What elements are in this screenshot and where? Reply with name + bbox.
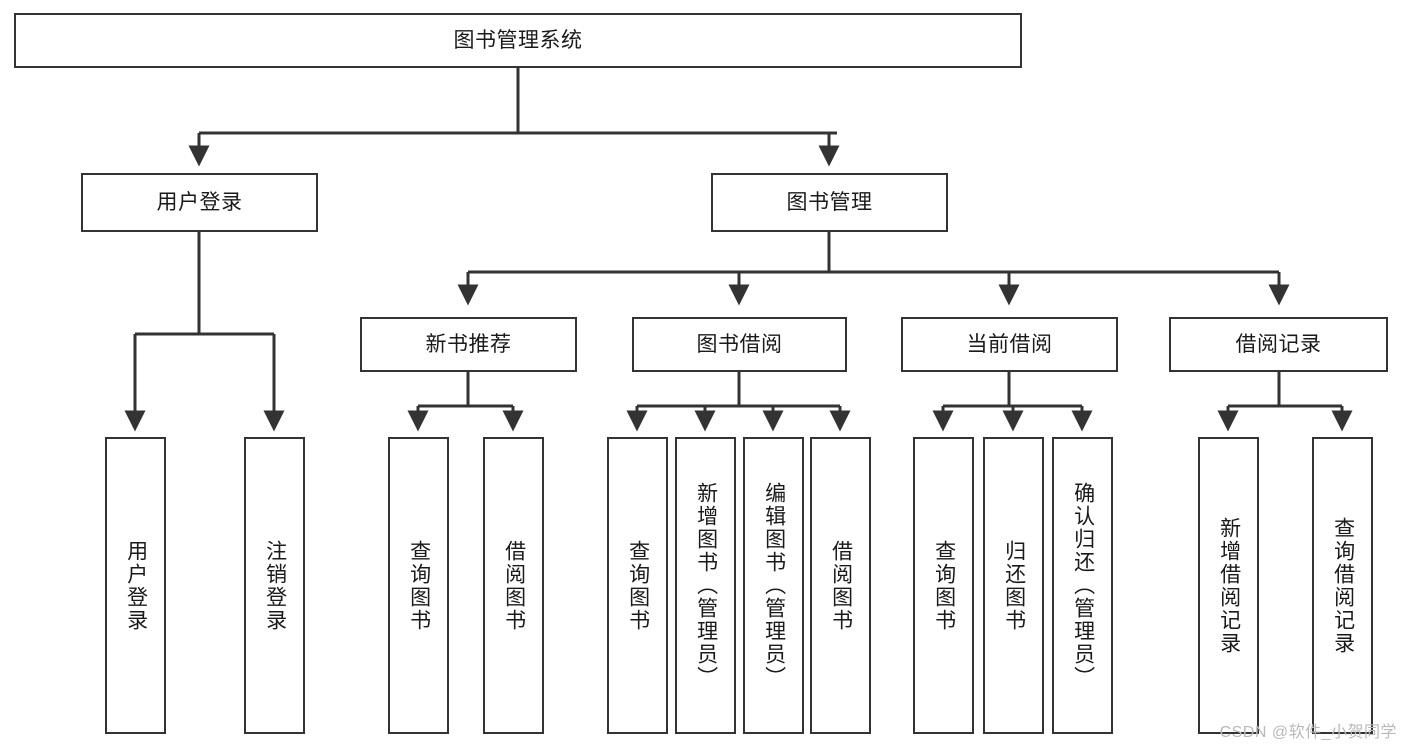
- leaf-query-book-1-label: 查询图书: [407, 539, 431, 632]
- node-book-borrow[interactable]: 图书借阅: [632, 317, 847, 372]
- node-book-borrow-label: 图书借阅: [696, 332, 783, 356]
- node-root[interactable]: 图书管理系统: [14, 13, 1022, 68]
- node-current-borrow-label: 当前借阅: [966, 332, 1053, 356]
- leaf-borrow-book-1[interactable]: 借阅图书: [483, 437, 544, 734]
- leaf-borrow-book-2[interactable]: 借阅图书: [810, 437, 871, 734]
- leaf-query-book-3[interactable]: 查询图书: [913, 437, 974, 734]
- leaf-add-record-label: 新增借阅记录: [1217, 516, 1241, 655]
- leaf-edit-book[interactable]: 编辑图书（管理员）: [743, 437, 804, 734]
- leaf-return-book-label: 归还图书: [1002, 539, 1026, 632]
- leaf-query-book-1[interactable]: 查询图书: [388, 437, 449, 734]
- leaf-query-record-label: 查询借阅记录: [1331, 516, 1355, 655]
- leaf-logout-label: 注销登录: [263, 539, 287, 632]
- leaf-borrow-book-1-label: 借阅图书: [502, 539, 526, 632]
- node-current-borrow[interactable]: 当前借阅: [901, 317, 1118, 372]
- node-user-login[interactable]: 用户登录: [81, 173, 318, 232]
- leaf-query-book-3-label: 查询图书: [932, 539, 956, 632]
- watermark: CSDN @软件_小贺同学: [1219, 724, 1397, 741]
- leaf-add-book[interactable]: 新增图书（管理员）: [675, 437, 736, 734]
- leaf-confirm-return-label: 确认归还（管理员）: [1071, 482, 1095, 689]
- leaf-edit-book-label: 编辑图书（管理员）: [762, 482, 786, 689]
- leaf-add-book-label: 新增图书（管理员）: [694, 482, 718, 689]
- node-book-manage-label: 图书管理: [786, 190, 873, 214]
- leaf-return-book[interactable]: 归还图书: [983, 437, 1044, 734]
- node-user-login-label: 用户登录: [156, 190, 243, 214]
- leaf-add-record[interactable]: 新增借阅记录: [1198, 437, 1259, 734]
- leaf-confirm-return[interactable]: 确认归还（管理员）: [1052, 437, 1113, 734]
- node-new-book-recommend-label: 新书推荐: [425, 332, 512, 356]
- node-root-label: 图书管理系统: [453, 28, 583, 52]
- leaf-borrow-book-2-label: 借阅图书: [829, 539, 853, 632]
- leaf-query-book-2-label: 查询图书: [626, 539, 650, 632]
- leaf-user-login[interactable]: 用户登录: [105, 437, 166, 734]
- node-book-manage[interactable]: 图书管理: [711, 173, 948, 232]
- leaf-query-book-2[interactable]: 查询图书: [607, 437, 668, 734]
- node-borrow-record[interactable]: 借阅记录: [1169, 317, 1388, 372]
- node-new-book-recommend[interactable]: 新书推荐: [360, 317, 577, 372]
- leaf-user-login-label: 用户登录: [124, 539, 148, 632]
- leaf-query-record[interactable]: 查询借阅记录: [1312, 437, 1373, 734]
- node-borrow-record-label: 借阅记录: [1235, 332, 1322, 356]
- leaf-logout[interactable]: 注销登录: [244, 437, 305, 734]
